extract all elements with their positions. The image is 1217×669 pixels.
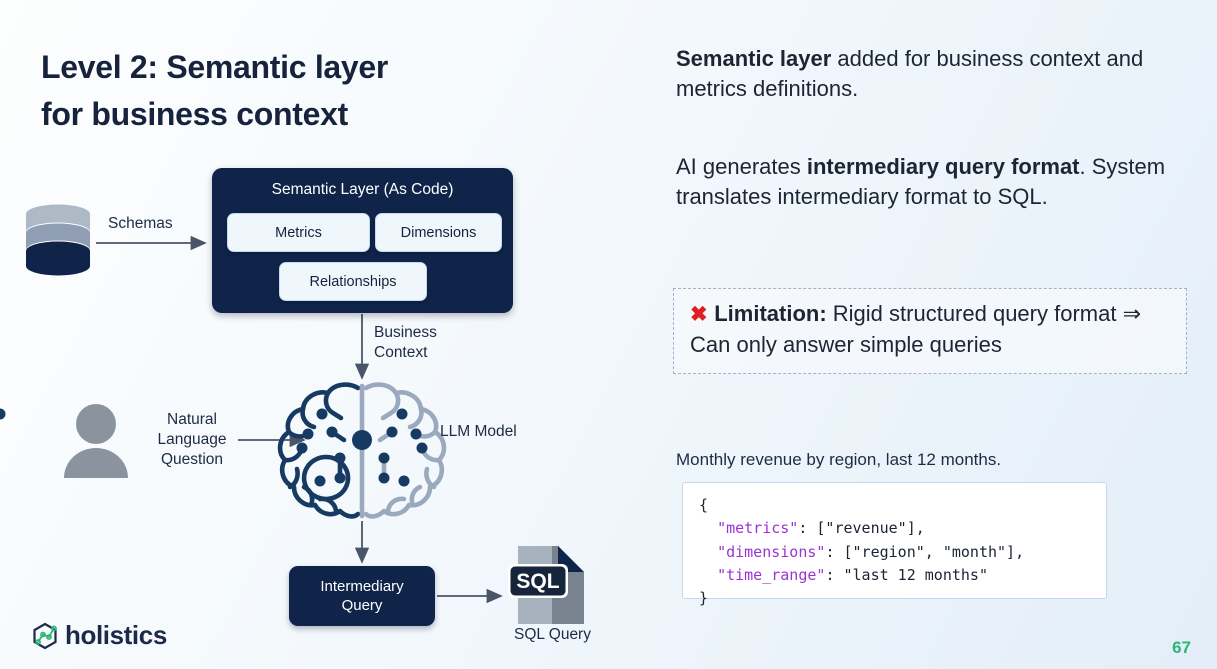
- code-val-metrics: : ["revenue"],: [798, 519, 925, 538]
- limitation-text: Rigid structured query format ⇒ Can only…: [690, 301, 1141, 357]
- holistics-logo: holistics: [30, 620, 167, 651]
- database-icon: [26, 204, 90, 276]
- para2-pre: AI generates: [676, 154, 807, 179]
- page-title: Level 2: Semantic layer for business con…: [41, 49, 389, 133]
- para1-rest: added for business context and metrics d…: [676, 46, 1144, 102]
- code-key-metrics: "metrics": [717, 519, 799, 538]
- label-llm-model: LLM Model: [440, 423, 517, 440]
- right-column: Semantic layer added for business contex…: [673, 0, 1196, 669]
- para2-rest: . System translates intermediary format …: [676, 154, 1166, 210]
- person-icon: [64, 404, 128, 478]
- para2-bold: intermediary query format: [806, 154, 1080, 179]
- chip-relationships: Relationships: [279, 262, 427, 301]
- label-schemas: Schemas: [108, 215, 173, 232]
- paragraph-semantic-layer: Semantic layer added for business contex…: [676, 44, 1176, 104]
- semantic-layer-title: Semantic Layer (As Code): [271, 181, 454, 198]
- sql-badge-text: SQL: [516, 570, 559, 593]
- holistics-wordmark: holistics: [65, 620, 167, 650]
- label-business-context: Business Context: [374, 324, 437, 361]
- left-column: Level 2: Semantic layer for business con…: [0, 49, 591, 643]
- code-val-dimensions: : ["region", "month"],: [825, 542, 1025, 561]
- label-sql-query: SQL Query: [514, 626, 591, 643]
- page-number: 67: [1172, 638, 1191, 657]
- label-natural-language-question: Natural Language Question: [157, 411, 227, 468]
- cross-mark-icon: ✖: [690, 303, 709, 326]
- code-key-dimensions: "dimensions": [717, 542, 826, 561]
- brain-icon: [0, 382, 447, 519]
- paragraph-ai-generates: AI generates intermediary query format. …: [676, 152, 1176, 212]
- chip-metrics: Metrics: [227, 213, 370, 252]
- sql-file-icon: SQL: [508, 546, 584, 624]
- natural-language-prompt: Monthly revenue by region, last 12 month…: [676, 450, 1002, 469]
- code-line-close: }: [699, 589, 709, 607]
- intermediary-query-node: Intermediary Query: [289, 566, 435, 626]
- chip-dimensions: Dimensions: [375, 213, 502, 252]
- holistics-hexagon-icon: [33, 622, 57, 649]
- semantic-layer-box: Semantic Layer (As Code) Metrics Dimensi…: [212, 168, 513, 313]
- code-key-time-range: "time_range": [717, 565, 826, 584]
- limitation-callout: ✖ Limitation: Rigid structured query for…: [673, 288, 1187, 375]
- architecture-diagram: SQL Semantic Layer (As Code) Metrics Dim…: [0, 168, 591, 643]
- code-line-open: {: [699, 496, 709, 514]
- diagram-canvas: SQL: [0, 204, 584, 624]
- para1-bold: Semantic layer: [676, 46, 832, 71]
- code-val-time-range: : "last 12 months": [825, 565, 988, 584]
- limitation-label: Limitation:: [714, 301, 827, 326]
- intermediary-query-code-block: { "metrics": ["revenue"], "dimensions": …: [682, 482, 1107, 607]
